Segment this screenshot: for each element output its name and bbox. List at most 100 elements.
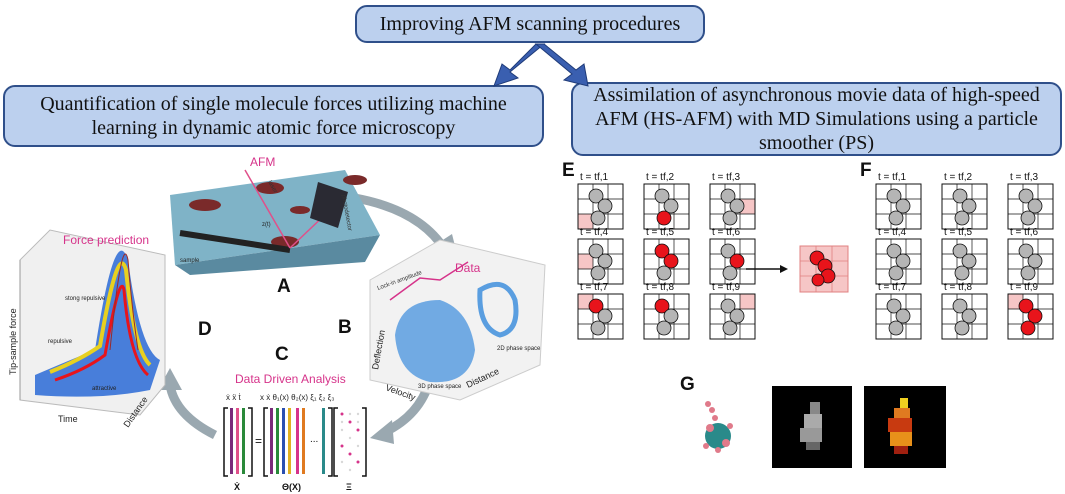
time-label: t = tf,7 [580,282,609,293]
particle-gray [654,188,670,204]
grid-cell: t = tf,4 [875,227,922,285]
panel-b-letter: B [338,317,352,338]
mid-top-symbols: x ẋ θ₁(x) θ₂(x) ξ₁ ξ₂ ξ₃ [260,393,335,402]
grid-cell: t = tf,6 [709,227,756,285]
panel-f-letter: F [860,160,872,181]
particle-gray [895,253,911,269]
grid-frame [941,293,988,340]
result-arrowhead [780,265,788,273]
grid-frame [709,293,756,340]
particle-gray [961,253,977,269]
particle-gray [720,188,736,204]
particle-gray [597,198,613,214]
highlight-cell [740,199,755,214]
particle-gray [1027,198,1043,214]
split-arrows [493,43,589,87]
grid-frame [941,183,988,230]
panel-c-image: C Data Driven Analysis ẋ ẍ ṫ x ẋ θ₁(x) θ… [223,344,367,492]
lhs-bottom-symbol: Ẋ [234,482,240,492]
result-box [799,245,849,293]
particle-gray [1018,243,1034,259]
rhs-bottom-symbol: Ξ [346,482,352,492]
particle-gray [656,320,672,336]
zt-label: z(t) [262,222,271,228]
highlight-cell [740,294,755,309]
grid-frame [577,183,624,230]
particle-gray [961,308,977,324]
cycle-arrowhead-b-c [370,420,394,444]
grid-cell: t = tf,3 [709,172,756,230]
time-label: t = tf,5 [944,227,973,238]
panel-g-heatmap-image [864,386,946,468]
attractive-label: attractive [92,386,117,392]
time-label: t = tf,1 [580,172,609,183]
grid-frame [1007,238,1054,285]
equals-sign: = [255,434,262,448]
particle-red [654,243,670,259]
time-label: t = tf,7 [878,282,907,293]
particle-gray [952,298,968,314]
highlight-cell [578,214,593,229]
grid-frame [875,238,922,285]
laser-label: laser [266,180,278,194]
grid-cell: t = tf,7 [875,282,922,340]
particle-gray [663,308,679,324]
particle-gray [1027,253,1043,269]
time-label: t = tf,8 [944,282,973,293]
particle-red [1020,320,1036,336]
particle-red [729,253,745,269]
data-label: Data [455,261,481,275]
title-box-right: Assimilation of asynchronous movie data … [571,82,1062,156]
grid-frame [875,293,922,340]
grid-cell: t = tf,7 [577,282,624,340]
grid-frame [643,293,690,340]
time-label: t = tf,6 [1010,227,1039,238]
grid-frame [709,183,756,230]
particle-red [1027,308,1043,324]
particle-gray [720,298,736,314]
title-top-text: Improving AFM scanning procedures [379,13,681,35]
title-right-text: Assimilation of asynchronous movie data … [593,84,1040,154]
grid-frame [1007,293,1054,340]
title-box-left: Quantification of single molecule forces… [3,85,544,147]
phase2d-label: 2D phase space [497,346,541,352]
particle-gray [952,188,968,204]
particle-red [654,298,670,314]
particle-red [663,253,679,269]
force-prediction-title: Force prediction [63,233,149,247]
grid-cell: t = tf,9 [1007,282,1054,340]
time-label: t = tf,8 [646,282,675,293]
grid-cell: t = tf,2 [643,172,690,230]
time-label: t = tf,3 [712,172,741,183]
panel-g-letter: G [680,374,695,395]
left-figure: AFM laser photodetector sample z(t) A Da… [8,155,546,492]
particle-gray [722,320,738,336]
particle-red [656,210,672,226]
particle-gray [1020,210,1036,226]
grid-cell: t = tf,1 [875,172,922,230]
cycle-arrow-c-d [165,384,218,440]
grid-frame [1007,183,1054,230]
particle-gray [588,243,604,259]
panel-c-title: Data Driven Analysis [235,372,346,386]
particle-gray [720,243,736,259]
panel-b-image: Data Lock-in amplitude Deflection Veloci… [338,239,546,403]
panel-e-letter: E [562,160,575,181]
time-label: t = tf,4 [878,227,907,238]
time-label: t = tf,6 [712,227,741,238]
time-label: t = tf,3 [1010,172,1039,183]
title-box-top: Improving AFM scanning procedures [355,5,705,43]
grid-cell: t = tf,8 [941,282,988,340]
panel-c-letter: C [275,344,289,365]
particle-gray [590,265,606,281]
grid-cell: t = tf,3 [1007,172,1054,230]
panel-a-letter: A [277,276,291,297]
panel-d-letter: D [198,319,212,340]
particle-gray [954,210,970,226]
particle-red [1018,298,1034,314]
particle-gray [722,210,738,226]
particle-red [588,298,604,314]
time-label: t = tf,9 [1010,282,1039,293]
